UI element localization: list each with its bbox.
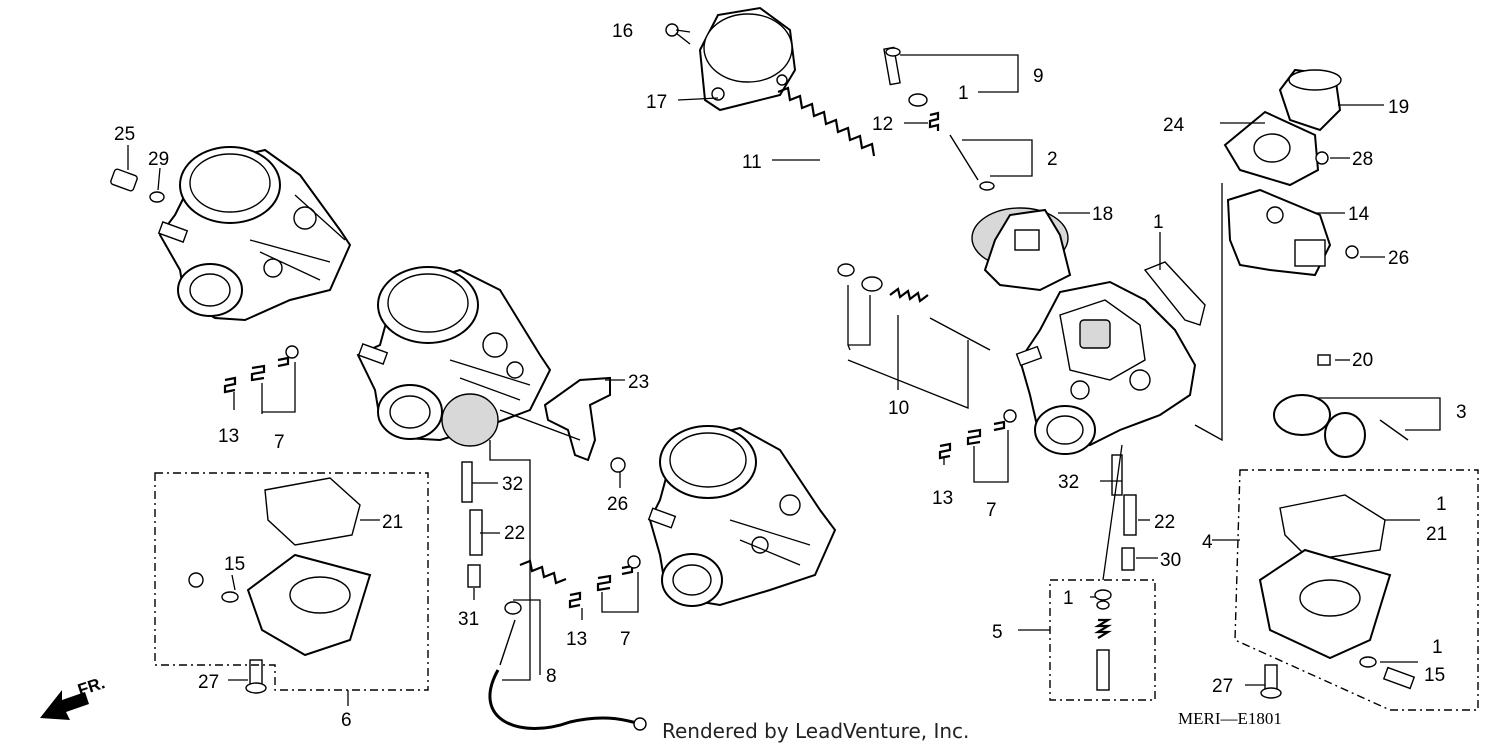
drawing-code: MERI—E1801 <box>1178 709 1282 728</box>
callout-23: 23 <box>628 372 649 393</box>
callout-1-top: 1 <box>958 83 969 104</box>
hose-clip[interactable] <box>149 191 165 203</box>
float-bowl-right[interactable] <box>1258 494 1416 690</box>
callout-28: 28 <box>1352 149 1373 170</box>
throttle-cable[interactable] <box>488 559 647 731</box>
callout-27-right: 27 <box>1212 676 1233 697</box>
callout-15-left: 15 <box>224 554 245 575</box>
callout-20: 20 <box>1352 350 1373 371</box>
callout-12: 12 <box>872 114 893 135</box>
callout-30: 30 <box>1160 550 1181 571</box>
callout-29: 29 <box>148 149 169 170</box>
throttle-position-sensor[interactable] <box>1226 188 1359 277</box>
carburetor-center-bottom[interactable] <box>647 425 837 607</box>
callout-1-bowl-bottom: 1 <box>1432 637 1443 658</box>
adjust-spring-set-left[interactable] <box>223 345 299 394</box>
callout-4: 4 <box>1202 532 1213 553</box>
callout-22-right: 22 <box>1154 512 1175 533</box>
render-credit: Rendered by LeadVenture, Inc. <box>662 719 969 743</box>
callout-13-left: 13 <box>218 426 239 447</box>
callout-9: 9 <box>1033 66 1044 87</box>
mounting-bracket[interactable] <box>543 376 626 473</box>
callout-13-center: 13 <box>566 629 587 650</box>
callout-8: 8 <box>546 666 557 687</box>
callout-1-valve: 1 <box>1063 588 1074 609</box>
kit-box-left <box>154 472 429 691</box>
top-cover[interactable] <box>698 6 797 112</box>
drain-screw-right[interactable] <box>1260 664 1282 699</box>
adjust-spring-set-center[interactable] <box>568 555 641 609</box>
callout-2: 2 <box>1047 149 1058 170</box>
callout-21-left: 21 <box>382 512 403 533</box>
callout-18: 18 <box>1092 204 1113 225</box>
callout-1-bowl-top: 1 <box>1436 494 1447 515</box>
callout-32-right: 32 <box>1058 472 1079 493</box>
callout-24: 24 <box>1163 115 1185 136</box>
callout-5: 5 <box>992 622 1003 643</box>
callout-21-right: 21 <box>1426 524 1447 545</box>
hose-fitting[interactable] <box>110 168 138 192</box>
float-bowl-left[interactable] <box>188 477 372 657</box>
callout-6: 6 <box>341 710 352 731</box>
callout-13-right: 13 <box>932 488 953 509</box>
pilot-screw-set[interactable] <box>837 263 991 351</box>
kit-box-right <box>1234 469 1479 711</box>
adjust-spring-set-right[interactable] <box>938 409 1017 460</box>
float-valve-set[interactable] <box>1094 589 1112 691</box>
callout-14: 14 <box>1348 204 1370 225</box>
callout-7-right: 7 <box>986 500 997 521</box>
callout-15-right: 15 <box>1424 665 1445 686</box>
callout-17: 17 <box>646 92 667 113</box>
callout-10: 10 <box>888 398 909 419</box>
choke-linkage[interactable] <box>1273 354 1409 458</box>
air-cut-holder[interactable] <box>1223 110 1329 187</box>
air-cut-cap[interactable] <box>1278 68 1342 132</box>
callout-31: 31 <box>458 609 479 630</box>
callout-labels: 16 17 11 9 1 12 2 18 1 19 24 28 14 26 20… <box>114 21 1467 731</box>
front-direction-indicator: FR. <box>40 673 107 720</box>
callout-3: 3 <box>1456 402 1467 423</box>
drain-screw-left[interactable] <box>245 659 267 694</box>
carburetor-right-body[interactable] <box>1015 280 1197 455</box>
main-spring[interactable] <box>777 86 876 157</box>
carburetor-top-left[interactable] <box>157 146 352 322</box>
cover-screw[interactable] <box>665 23 691 45</box>
callout-26-center: 26 <box>607 494 628 515</box>
cover-gasket[interactable] <box>1143 261 1206 326</box>
callout-16: 16 <box>612 21 633 42</box>
callout-32-left: 32 <box>502 474 523 495</box>
jet-stack-right[interactable] <box>1111 454 1137 571</box>
callout-19: 19 <box>1388 97 1409 118</box>
front-label: FR. <box>75 673 107 700</box>
callout-25: 25 <box>114 124 135 145</box>
callout-11: 11 <box>742 152 762 173</box>
vacuum-piston-diaphragm[interactable] <box>971 207 1072 292</box>
jet-stack-left[interactable] <box>461 461 483 588</box>
front-arrow-icon <box>40 690 89 720</box>
leader-lines <box>127 29 1441 706</box>
callout-27-left: 27 <box>198 672 219 693</box>
needle-assembly[interactable] <box>883 46 995 191</box>
callout-22-left: 22 <box>504 523 525 544</box>
callout-7-left: 7 <box>274 432 285 453</box>
callout-26-right: 26 <box>1388 248 1409 269</box>
callout-7-center: 7 <box>620 629 631 650</box>
callout-1-gasket: 1 <box>1153 212 1164 233</box>
carburetor-center-left[interactable] <box>356 266 552 447</box>
